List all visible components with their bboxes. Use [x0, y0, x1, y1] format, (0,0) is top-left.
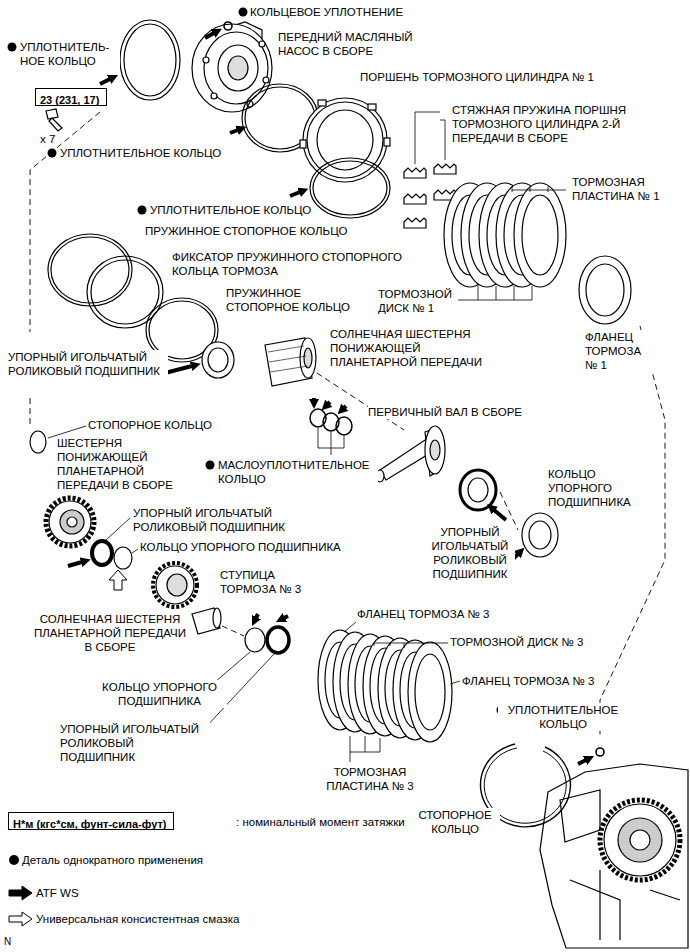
legend-note: : номинальный момент затяжки	[236, 815, 405, 829]
part-label: СТОПОРНОЕ КОЛЬЦО	[410, 808, 500, 836]
part-label: ТОРМОЗНАЯ ПЛАСТИНА № 1	[572, 175, 672, 203]
box-text: 23 (231, 17)	[40, 93, 99, 107]
planetary-gear	[46, 498, 94, 546]
part-label: ФЛАНЕЦ ТОРМОЗА № 3	[357, 607, 490, 621]
brake-flange	[579, 256, 631, 324]
part-label: СОЛНЕЧНАЯ ШЕСТЕРНЯ ПЛАНЕТАРНОЙ ПЕРЕДАЧИ …	[30, 612, 190, 654]
grease-arrow-sample	[6, 911, 36, 927]
assembly-axis	[30, 112, 665, 738]
leader-line	[456, 186, 566, 300]
atf-arrow-sample	[6, 885, 36, 901]
thrust-bearing	[92, 541, 132, 569]
leader-line	[318, 428, 344, 455]
part-label: КОЛЬЦО УПОРНОГО ПОДШИПНИКА	[548, 467, 638, 509]
torque-box: 23 (231, 17)	[35, 88, 107, 106]
part-label: УПЛОТНИТЕЛЬ- НОЕ КОЛЬЦО	[20, 40, 120, 68]
seal-ring	[596, 748, 604, 756]
thrust-bearing	[245, 627, 289, 653]
oil-pump	[192, 22, 272, 112]
part-label: УПЛОТНИТЕЛЬНОЕ КОЛЬЦО	[150, 203, 311, 217]
brake-pack	[444, 183, 566, 287]
thrust-bearing	[460, 470, 496, 510]
seal-ring	[310, 158, 390, 218]
bolt	[46, 109, 62, 131]
thrust-bearing	[202, 342, 234, 378]
sun-gear	[265, 338, 316, 386]
figure-code: N	[4, 935, 11, 949]
part-label: ПРУЖИННОЕ СТОПОРНОЕ КОЛЬЦО	[226, 286, 366, 314]
bearing-race	[522, 513, 558, 557]
part-label: УПЛОТНИТЕЛЬНОЕ КОЛЬЦО	[60, 146, 221, 160]
torque-unit-box: Н*м (кгс*см, фунт-сила-фут)	[8, 812, 174, 830]
part-label: ПЕРЕДНИЙ МАСЛЯНЫЙ НАСОС В СБОРЕ	[278, 30, 428, 58]
part-label: СТОПОРНОЕ КОЛЬЦО	[88, 418, 212, 432]
part-label: ПОРШЕНЬ ТОРМОЗНОГО ЦИЛИНДРА № 1	[360, 70, 594, 84]
part-label: ФЛАНЕЦ ТОРМОЗА № 3	[462, 674, 595, 688]
part-label: УПОРНЫЙ ИГОЛЬЧАТЫЙ РОЛИКОВЫЙ ПОДШИПНИК	[133, 506, 293, 534]
part-label: УПЛОТНИТЕЛЬНОЕ КОЛЬЦО	[498, 703, 628, 731]
part-label: ТОРМОЗНАЯ ПЛАСТИНА № 3	[315, 765, 425, 793]
part-label: ТОРМОЗНОЙ ДИСК № 1	[378, 287, 458, 315]
brake-hub	[153, 563, 197, 607]
leader-line	[344, 622, 460, 762]
grease-arrow	[109, 570, 127, 590]
part-label: КОЛЬЦО УПОРНОГО ПОДШИПНИКА	[92, 680, 227, 708]
sun-gear	[192, 608, 221, 634]
part-label: КОЛЬЦО УПОРНОГО ПОДШИПНИКА	[140, 540, 341, 554]
part-label: КОЛЬЦЕВОЕ УПЛОТНЕНИЕ	[250, 5, 403, 19]
legend-text: Деталь однократного применения	[22, 853, 203, 867]
seal-ring	[120, 20, 180, 100]
part-label: УПОРНЫЙ ИГОЛЬЧАТЫЙ РОЛИКОВЫЙ ПОДШИПНИК	[8, 350, 168, 378]
brake-pack	[318, 630, 452, 742]
input-shaft	[376, 426, 445, 482]
part-label: ФИКСАТОР ПРУЖИННОГО СТОПОРНОГО КОЛЬЦА ТО…	[172, 250, 422, 278]
part-label: ПРУЖИННОЕ СТОПОРНОЕ КОЛЬЦО	[145, 224, 347, 238]
leader-line	[415, 112, 445, 164]
part-label: МАСЛОУПЛОТНИТЕЛЬНОЕ КОЛЬЦО	[218, 458, 378, 486]
legend-text: ATF WS	[36, 886, 79, 900]
oil-seal-ring	[310, 409, 352, 435]
legend-text: Универсальная консистентная смазка	[36, 912, 239, 926]
part-label: ШЕСТЕРНЯ ПОНИЖАЮЩЕЙ ПЛАНЕТАРНОЙ ПЕРЕДАЧИ…	[57, 436, 187, 492]
part-label: СОЛНЕЧНАЯ ШЕСТЕРНЯ ПОНИЖАЮЩЕЙ ПЛАНЕТАРНО…	[330, 327, 492, 369]
part-label: УПОРНЫЙ ИГОЛЬЧАТЫЙ РОЛИКОВЫЙ ПОДШИПНИК	[425, 525, 515, 581]
one-time-part-dot	[8, 8, 506, 715]
transaxle-case	[540, 764, 688, 948]
part-label: УПОРНЫЙ ИГОЛЬЧАТЫЙ РОЛИКОВЫЙ ПОДШИПНИК	[60, 722, 210, 764]
part-label: СТЯЖНАЯ ПРУЖИНА ПОРШНЯ ТОРМОЗНОГО ЦИЛИНД…	[452, 103, 652, 145]
part-label: ТОРМОЗНОЙ ДИСК № 3	[450, 635, 583, 649]
quantity-label: x 7	[40, 132, 55, 146]
part-label: ФЛАНЕЦ ТОРМОЗА № 1	[585, 330, 655, 372]
part-label: ПЕРВИЧНЫЙ ВАЛ В СБОРЕ	[368, 405, 522, 419]
part-label: СТУПИЦА ТОРМОЗА № 3	[220, 568, 320, 596]
box-text: Н*м (кгс*см, фунт-сила-фут)	[13, 817, 167, 831]
